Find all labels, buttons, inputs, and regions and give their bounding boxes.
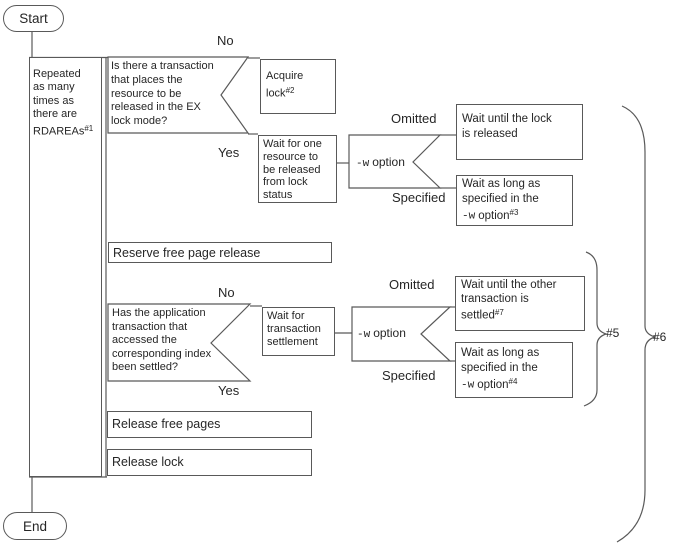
decision1-shape	[107, 56, 250, 134]
decision2-text: Has the application transaction that acc…	[112, 307, 212, 374]
w-option1-omitted-label: Omitted	[391, 111, 437, 126]
wait-transaction-settlement-text: Wait for transaction settlement	[267, 310, 321, 348]
wait-until-lock-released-text: Wait until the lock is released	[462, 113, 552, 140]
footnote-1-ref: #1	[84, 123, 94, 133]
reserve-free-page-release-box	[108, 242, 332, 263]
release-free-pages-text: Release free pages	[112, 417, 221, 431]
start-node: Start	[3, 5, 64, 32]
w-option3-code: -w	[462, 210, 476, 223]
footnote-4-ref: #4	[508, 377, 518, 387]
brace-6-label: #6	[653, 330, 667, 344]
w-option1-specified-label: Specified	[392, 190, 446, 205]
wait-w-option4-box	[455, 342, 573, 398]
w-option1-code: -w	[356, 158, 370, 170]
w-option2-code: -w	[357, 329, 371, 341]
reserve-free-page-release-text: Reserve free page release	[113, 246, 261, 260]
end-label: End	[22, 518, 48, 534]
release-lock-box	[107, 449, 312, 476]
decision2-shape	[107, 303, 252, 382]
wait-until-lock-released-box	[456, 104, 583, 160]
wait-transaction-settlement-box	[262, 307, 335, 356]
brace-5-label: #5	[606, 326, 620, 340]
decision2-no-label: No	[218, 285, 235, 300]
release-free-pages-box	[107, 411, 312, 438]
w-option2-specified-label: Specified	[382, 368, 436, 383]
brace-5	[583, 251, 608, 407]
decision2-yes-label: Yes	[218, 383, 240, 398]
w-option1-shape	[348, 134, 442, 189]
end-node: End	[3, 512, 67, 540]
decision1-yes-label: Yes	[218, 145, 240, 160]
decision1-text: Is there a transaction that places the r…	[111, 60, 214, 128]
acquire-lock-box	[260, 59, 336, 114]
wait-other-transaction-text: Wait until the other transaction is sett…	[461, 279, 557, 322]
loop-note-text: Repeated as many times as there are RDAR…	[33, 68, 94, 138]
w-option2-shape	[351, 306, 452, 362]
start-label: Start	[19, 11, 48, 26]
decision1-no-label: No	[217, 33, 234, 48]
w-option4-code: -w	[461, 379, 475, 392]
brace-6	[616, 105, 658, 543]
wait-w-option3-box	[456, 175, 573, 226]
wait-one-resource-box	[258, 135, 337, 203]
acquire-lock-text: Acquire lock#2	[266, 70, 304, 99]
wait-one-resource-text: Wait for one resource to be released fro…	[263, 138, 322, 202]
w-option2-omitted-label: Omitted	[389, 277, 435, 292]
footnote-3-ref: #3	[509, 208, 519, 218]
loop-box	[29, 57, 102, 477]
release-lock-text: Release lock	[112, 455, 184, 469]
footnote-2-ref: #2	[285, 85, 295, 95]
footnote-7-ref: #7	[494, 308, 504, 317]
wait-other-transaction-box	[455, 276, 585, 331]
